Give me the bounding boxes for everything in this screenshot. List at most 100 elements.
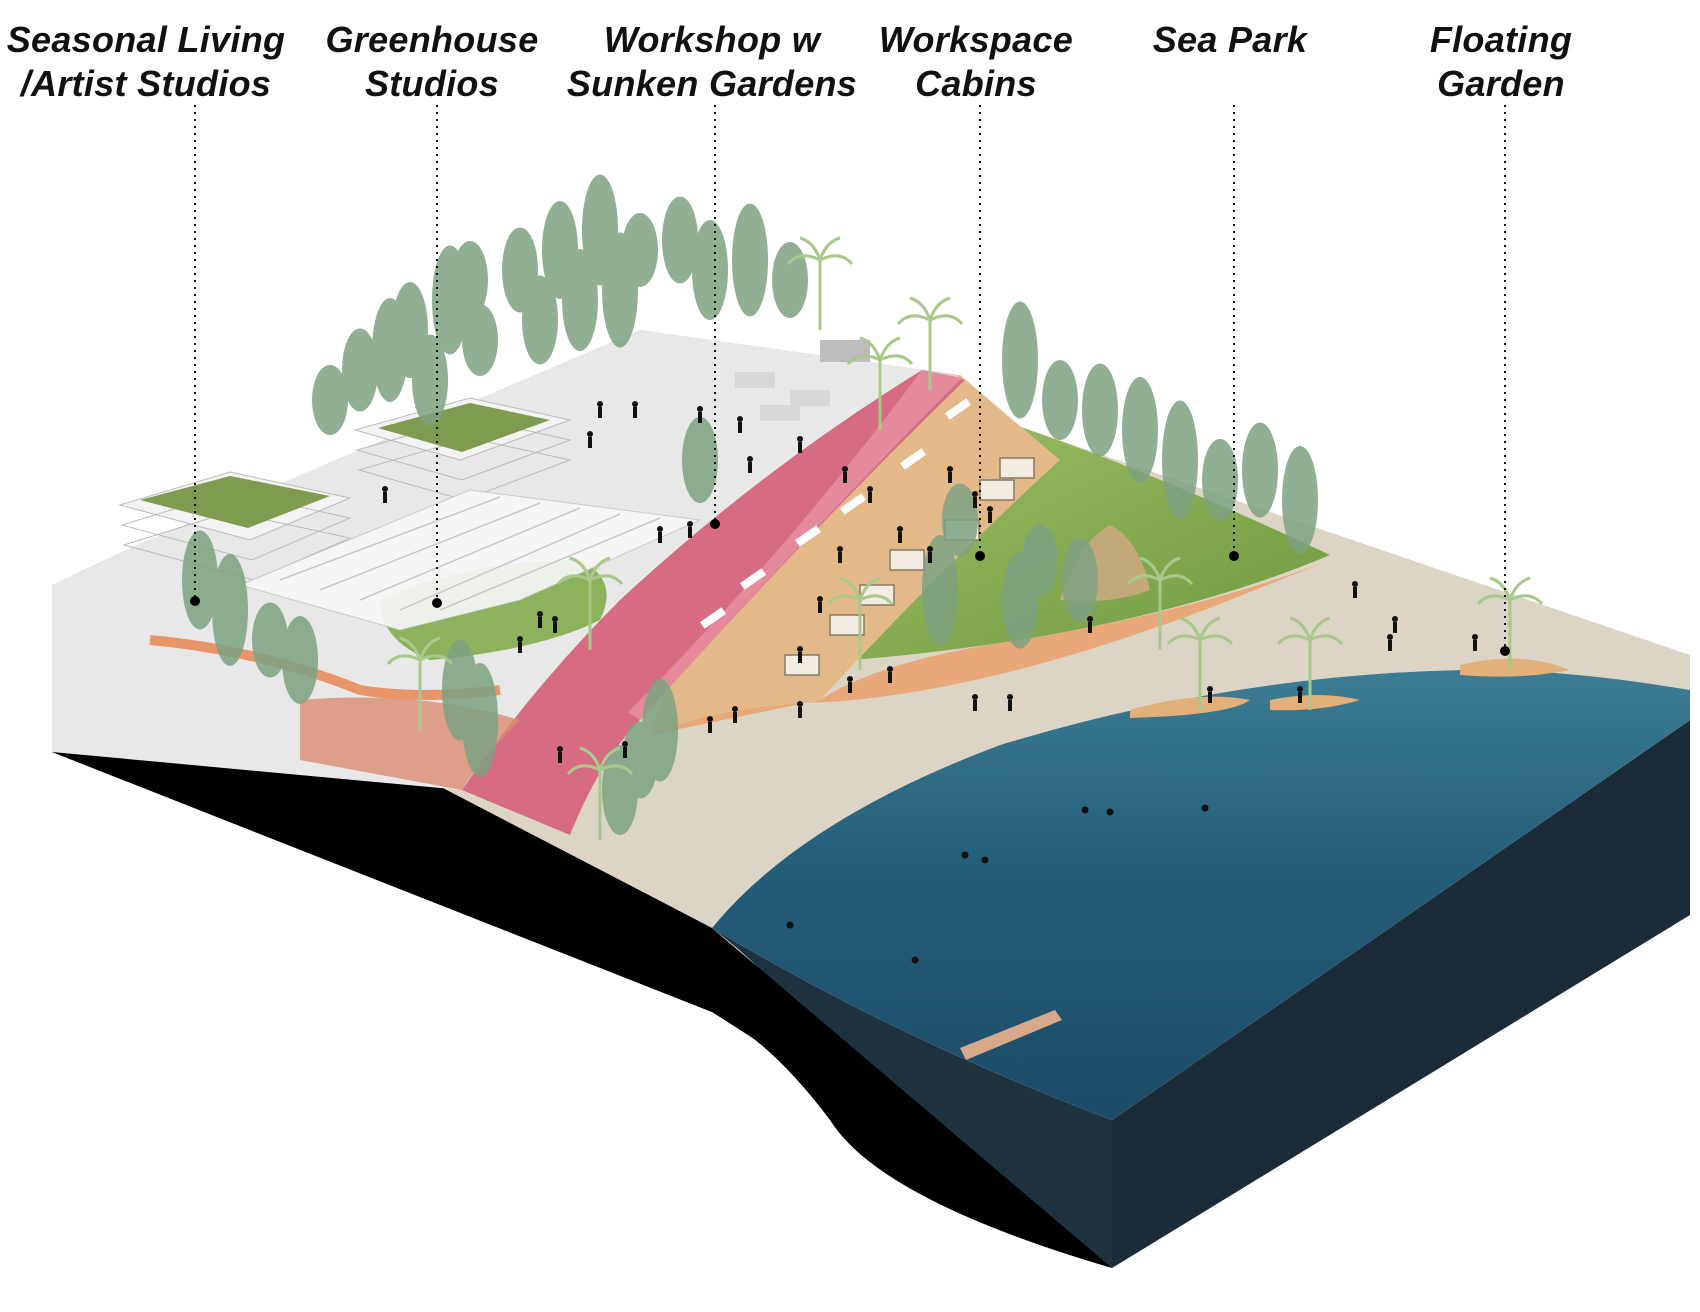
swimmer-icon xyxy=(1106,808,1114,816)
cabin xyxy=(829,614,865,636)
label-greenhouse-studios: Greenhouse Studios xyxy=(272,18,592,106)
person-icon xyxy=(897,526,903,543)
label-line: Seasonal Living xyxy=(6,19,286,60)
building-floor xyxy=(357,437,572,501)
lane-marker xyxy=(740,568,766,590)
callout-dot xyxy=(975,551,985,561)
person-icon xyxy=(517,636,523,653)
person-icon xyxy=(972,694,978,711)
label-line: Greenhouse xyxy=(325,19,539,60)
person-icon xyxy=(732,706,738,723)
land-side-face-cover-2 xyxy=(52,752,1112,1312)
tree-icon xyxy=(462,663,498,777)
person-icon xyxy=(552,616,558,633)
label-line: Cabins xyxy=(915,63,1037,104)
person-head xyxy=(1007,694,1013,700)
tree-icon xyxy=(1122,377,1158,483)
tree-icon xyxy=(692,220,728,320)
label-line: /Artist Studios xyxy=(20,63,272,104)
tree-icon xyxy=(182,530,218,630)
lane-marker xyxy=(840,493,866,515)
pavilion xyxy=(820,340,870,362)
person-body xyxy=(518,642,522,653)
person-head xyxy=(1207,686,1213,692)
person-icon xyxy=(1352,581,1358,598)
person-icon xyxy=(587,431,593,448)
canopy-ribs xyxy=(279,496,661,611)
promenade-deck xyxy=(650,375,1060,735)
person-icon xyxy=(887,666,893,683)
person-head xyxy=(747,456,753,462)
palm-fronds xyxy=(846,336,914,366)
person-body xyxy=(1008,700,1012,711)
person-head xyxy=(732,706,738,712)
callout-dot xyxy=(432,598,442,608)
person-body xyxy=(848,682,852,693)
palm-icon xyxy=(1126,556,1194,650)
tree-icon xyxy=(1042,360,1078,440)
person-icon xyxy=(1472,634,1478,651)
person-icon xyxy=(687,521,693,538)
callout-dot xyxy=(190,596,200,606)
person-icon xyxy=(867,486,873,503)
palm-icon xyxy=(1476,576,1544,670)
person-head xyxy=(817,596,823,602)
person-icon xyxy=(987,506,993,523)
person-body xyxy=(973,700,977,711)
palm-icon xyxy=(896,296,964,390)
palm-icon xyxy=(1166,616,1234,710)
palm-fronds xyxy=(1166,616,1234,646)
label-line: Garden xyxy=(1437,63,1565,104)
person-head xyxy=(847,676,853,682)
person-body xyxy=(1208,692,1212,703)
person-body xyxy=(538,617,542,628)
tree-icon xyxy=(772,242,808,318)
tree-icon xyxy=(452,241,488,319)
person-icon xyxy=(747,456,753,473)
greenhouse-canopy xyxy=(238,489,702,631)
person-head xyxy=(867,486,873,492)
swimmer-icon xyxy=(911,956,919,964)
person-head xyxy=(797,646,803,652)
callout-dots xyxy=(190,519,1510,656)
person-icon xyxy=(737,416,743,433)
person-head xyxy=(687,521,693,527)
palm-fronds xyxy=(896,296,964,326)
label-workspace-cabins: Workspace Cabins xyxy=(816,18,1136,106)
promenade-strip xyxy=(650,560,1330,735)
swimmer-icon xyxy=(786,921,794,929)
palm-fronds xyxy=(556,556,624,586)
green-roof xyxy=(378,403,550,452)
swimmer-icon xyxy=(1081,806,1089,814)
lane-marker xyxy=(700,607,726,629)
label-line: Workshop w xyxy=(603,19,821,60)
tree-icon xyxy=(312,365,348,435)
callout-leaders xyxy=(194,105,1506,650)
person-icon xyxy=(537,611,543,628)
person-head xyxy=(987,506,993,512)
pavilion xyxy=(735,372,775,388)
person-body xyxy=(598,407,602,418)
tree-icon xyxy=(562,249,598,351)
label-line: Floating xyxy=(1429,19,1573,60)
person-body xyxy=(948,472,952,483)
tree-icon xyxy=(1002,301,1038,419)
tree-icon xyxy=(642,678,678,782)
person-icon xyxy=(797,646,803,663)
water-surface xyxy=(712,669,1690,1120)
tree-icon xyxy=(1002,551,1038,649)
label-seasonal-living: Seasonal Living /Artist Studios xyxy=(0,18,306,106)
person-icon xyxy=(847,676,853,693)
swimmer-icon xyxy=(961,851,969,859)
person-head xyxy=(1297,686,1303,692)
pavilion xyxy=(790,390,830,406)
person-body xyxy=(1298,692,1302,703)
person-icon xyxy=(632,401,638,418)
palm-fronds xyxy=(786,236,854,266)
tree-icon xyxy=(372,298,408,402)
person-icon xyxy=(597,401,603,418)
person-head xyxy=(737,416,743,422)
person-icon xyxy=(972,491,978,508)
person-head xyxy=(972,694,978,700)
person-body xyxy=(838,552,842,563)
